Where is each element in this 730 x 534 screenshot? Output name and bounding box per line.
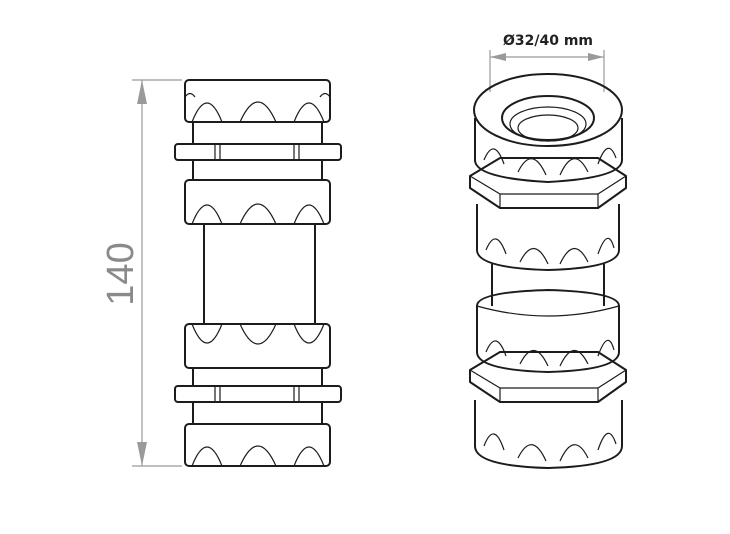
upper-flange-side (174, 143, 342, 161)
lower-flange-side (174, 385, 342, 403)
height-dimension-label: 140 (100, 242, 142, 305)
top-nut-side (184, 79, 331, 123)
bottom-nut-side (184, 423, 331, 467)
diameter-dimension: Ø32/40 mm (489, 33, 605, 92)
height-dimension: 140 (100, 79, 182, 467)
isometric-view (469, 73, 627, 469)
side-view (174, 79, 342, 467)
upper-flange-iso (469, 157, 627, 209)
upper-inner-nut-iso (476, 204, 620, 271)
upper-inner-nut-side (184, 179, 331, 225)
diameter-dimension-label: Ø32/40 mm (503, 33, 593, 49)
lower-inner-nut-side (184, 323, 331, 369)
lower-inner-nut-iso (476, 289, 620, 373)
lower-flange-iso (469, 351, 627, 403)
center-pipe-side (203, 223, 316, 325)
center-pipe-iso (491, 264, 605, 306)
bottom-nut-iso (474, 400, 623, 469)
top-nut-iso (473, 73, 623, 183)
